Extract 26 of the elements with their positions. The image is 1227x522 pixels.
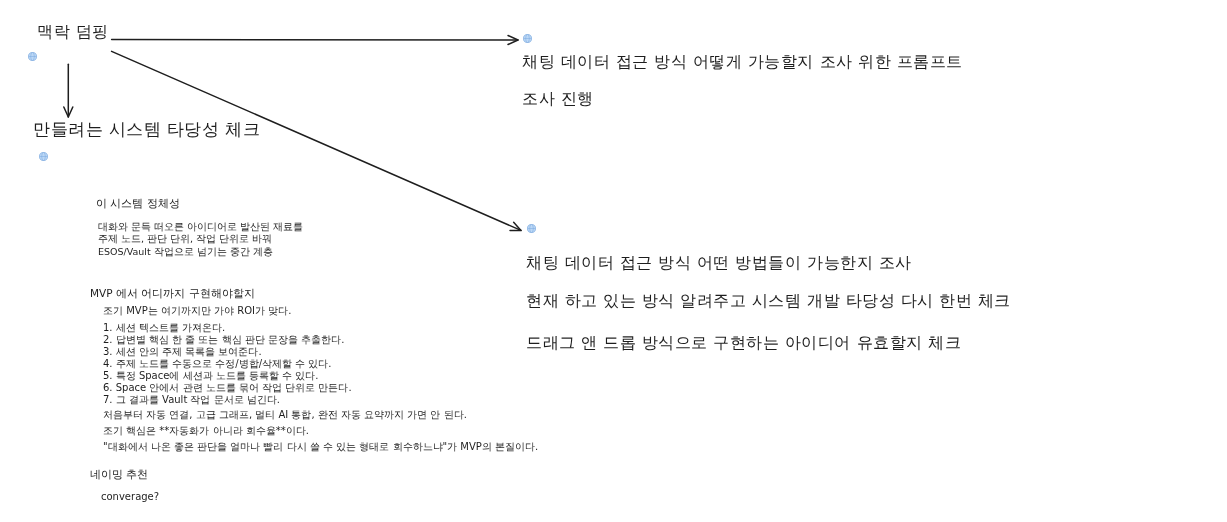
note-text: 채팅 데이터 접근 방식 어떻게 가능할지 조사 위한 프롬프트	[522, 52, 963, 72]
arrow	[110, 50, 522, 232]
note-text: 처음부터 자동 연결, 고급 그래프, 멀티 AI 통합, 완전 자동 요약까지 가면 안 된다.	[103, 409, 467, 421]
paragraph: 대화와 문득 떠오른 아이디어로 발산된 재료를 주제 노드, 판단 단위, 작업 단위로 바꿔 ESOS/Vault 작업으로 넘기는 중간 계층	[98, 220, 305, 258]
heading: 맥락 덤핑	[37, 22, 109, 42]
arrow	[110, 34, 519, 46]
heading: 이 시스템 정체성	[96, 197, 180, 211]
note-text: 조기 핵심은 **자동화가 아니라 회수율**이다.	[103, 425, 309, 437]
heading: 만들려는 시스템 타당성 체크	[33, 120, 261, 140]
note-text: converage?	[101, 491, 160, 503]
heading: 네이밍 추천	[90, 468, 149, 481]
note-text: 드래그 앤 드롭 방식으로 구현하는 아이디어 유효할지 체크	[526, 332, 962, 353]
list-item: 2. 답변별 핵심 한 줄 또는 핵심 판단 문장을 추출한다.	[103, 334, 345, 346]
list-item: 7. 그 결과를 Vault 작업 문서로 넘긴다.	[103, 394, 281, 406]
note-text: 조사 진행	[522, 89, 594, 109]
note-text: "대화에서 나온 좋은 판단을 얼마나 빨리 다시 쓸 수 있는 형태로 회수하느냐"가 MVP의 본질이다.	[103, 441, 539, 453]
heading: MVP 에서 어디까지 구현해야할지	[90, 287, 255, 300]
list-item: 1. 세션 텍스트를 가져온다.	[103, 322, 226, 334]
note-text: 현재 하고 있는 방식 알려주고 시스템 개발 타당성 다시 한번 체크	[526, 291, 1011, 311]
note-text: 조기 MVP는 여기까지만 가야 ROI가 맞다.	[103, 305, 292, 317]
arrow	[63, 63, 74, 118]
list-item: 4. 주제 노드를 수동으로 수정/병합/삭제할 수 있다.	[103, 358, 332, 370]
note-text: 채팅 데이터 접근 방식 어떤 방법들이 가능한지 조사	[526, 253, 912, 273]
list-item: 5. 특정 Space에 세션과 노드를 등록할 수 있다.	[103, 370, 319, 382]
list-item: 6. Space 안에서 관련 노드를 묶어 작업 단위로 만든다.	[103, 382, 352, 394]
list-item: 3. 세션 안의 주제 목록을 보여준다.	[103, 346, 262, 358]
